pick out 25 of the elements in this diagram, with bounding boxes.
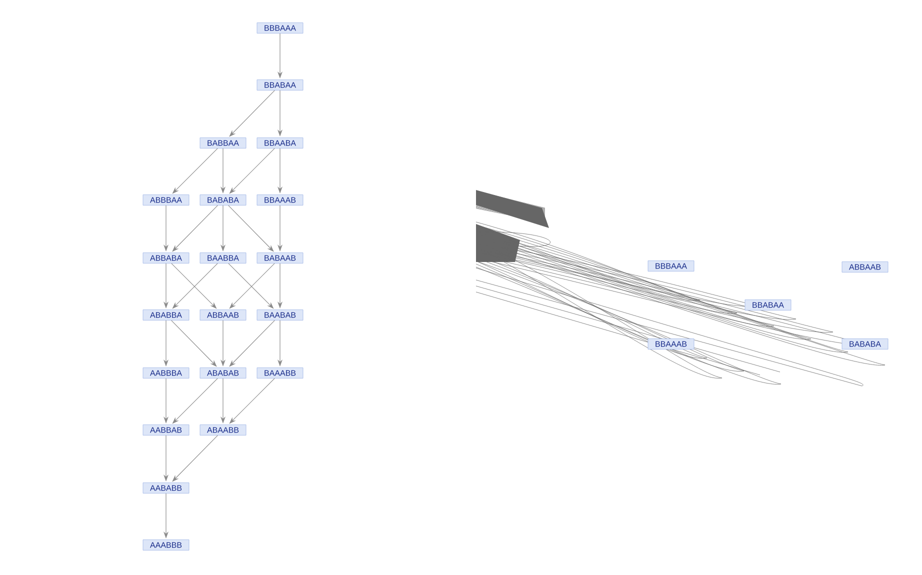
label-box: BABBAA xyxy=(200,138,246,148)
label-box: BABAAB xyxy=(256,252,304,264)
label-box: BAABBA xyxy=(200,252,246,264)
label-box: ABBABA xyxy=(142,252,190,264)
label-box: BBABAA xyxy=(744,300,792,310)
label-box: BAABAB xyxy=(256,310,304,320)
label-box: BBABAA xyxy=(256,80,304,90)
label-box: ABAABB xyxy=(200,424,246,436)
label-box: BABABA xyxy=(842,338,888,350)
label-box: AABBBA xyxy=(142,368,190,378)
label-box: ABBAAB xyxy=(200,310,246,320)
label-box: ABABAB xyxy=(200,368,246,378)
label-box: BAAABB xyxy=(256,368,304,378)
label-box: BBBAAA xyxy=(256,22,304,34)
label-box: BBAAAB xyxy=(256,194,304,206)
label-box: AABBAB xyxy=(142,424,190,436)
label-box: AABABB xyxy=(142,482,190,494)
label-box: AAABBB xyxy=(142,540,190,550)
label-box: ABBAAB xyxy=(842,262,888,272)
label-box: ABABBA xyxy=(142,310,190,320)
label-box: BBAAAB xyxy=(648,338,694,350)
label-box: BBAABA xyxy=(256,138,304,148)
label-box: BBBAAA xyxy=(648,260,694,272)
label-box: ABBBAA xyxy=(142,194,190,206)
label-box: BABABA xyxy=(200,194,246,206)
